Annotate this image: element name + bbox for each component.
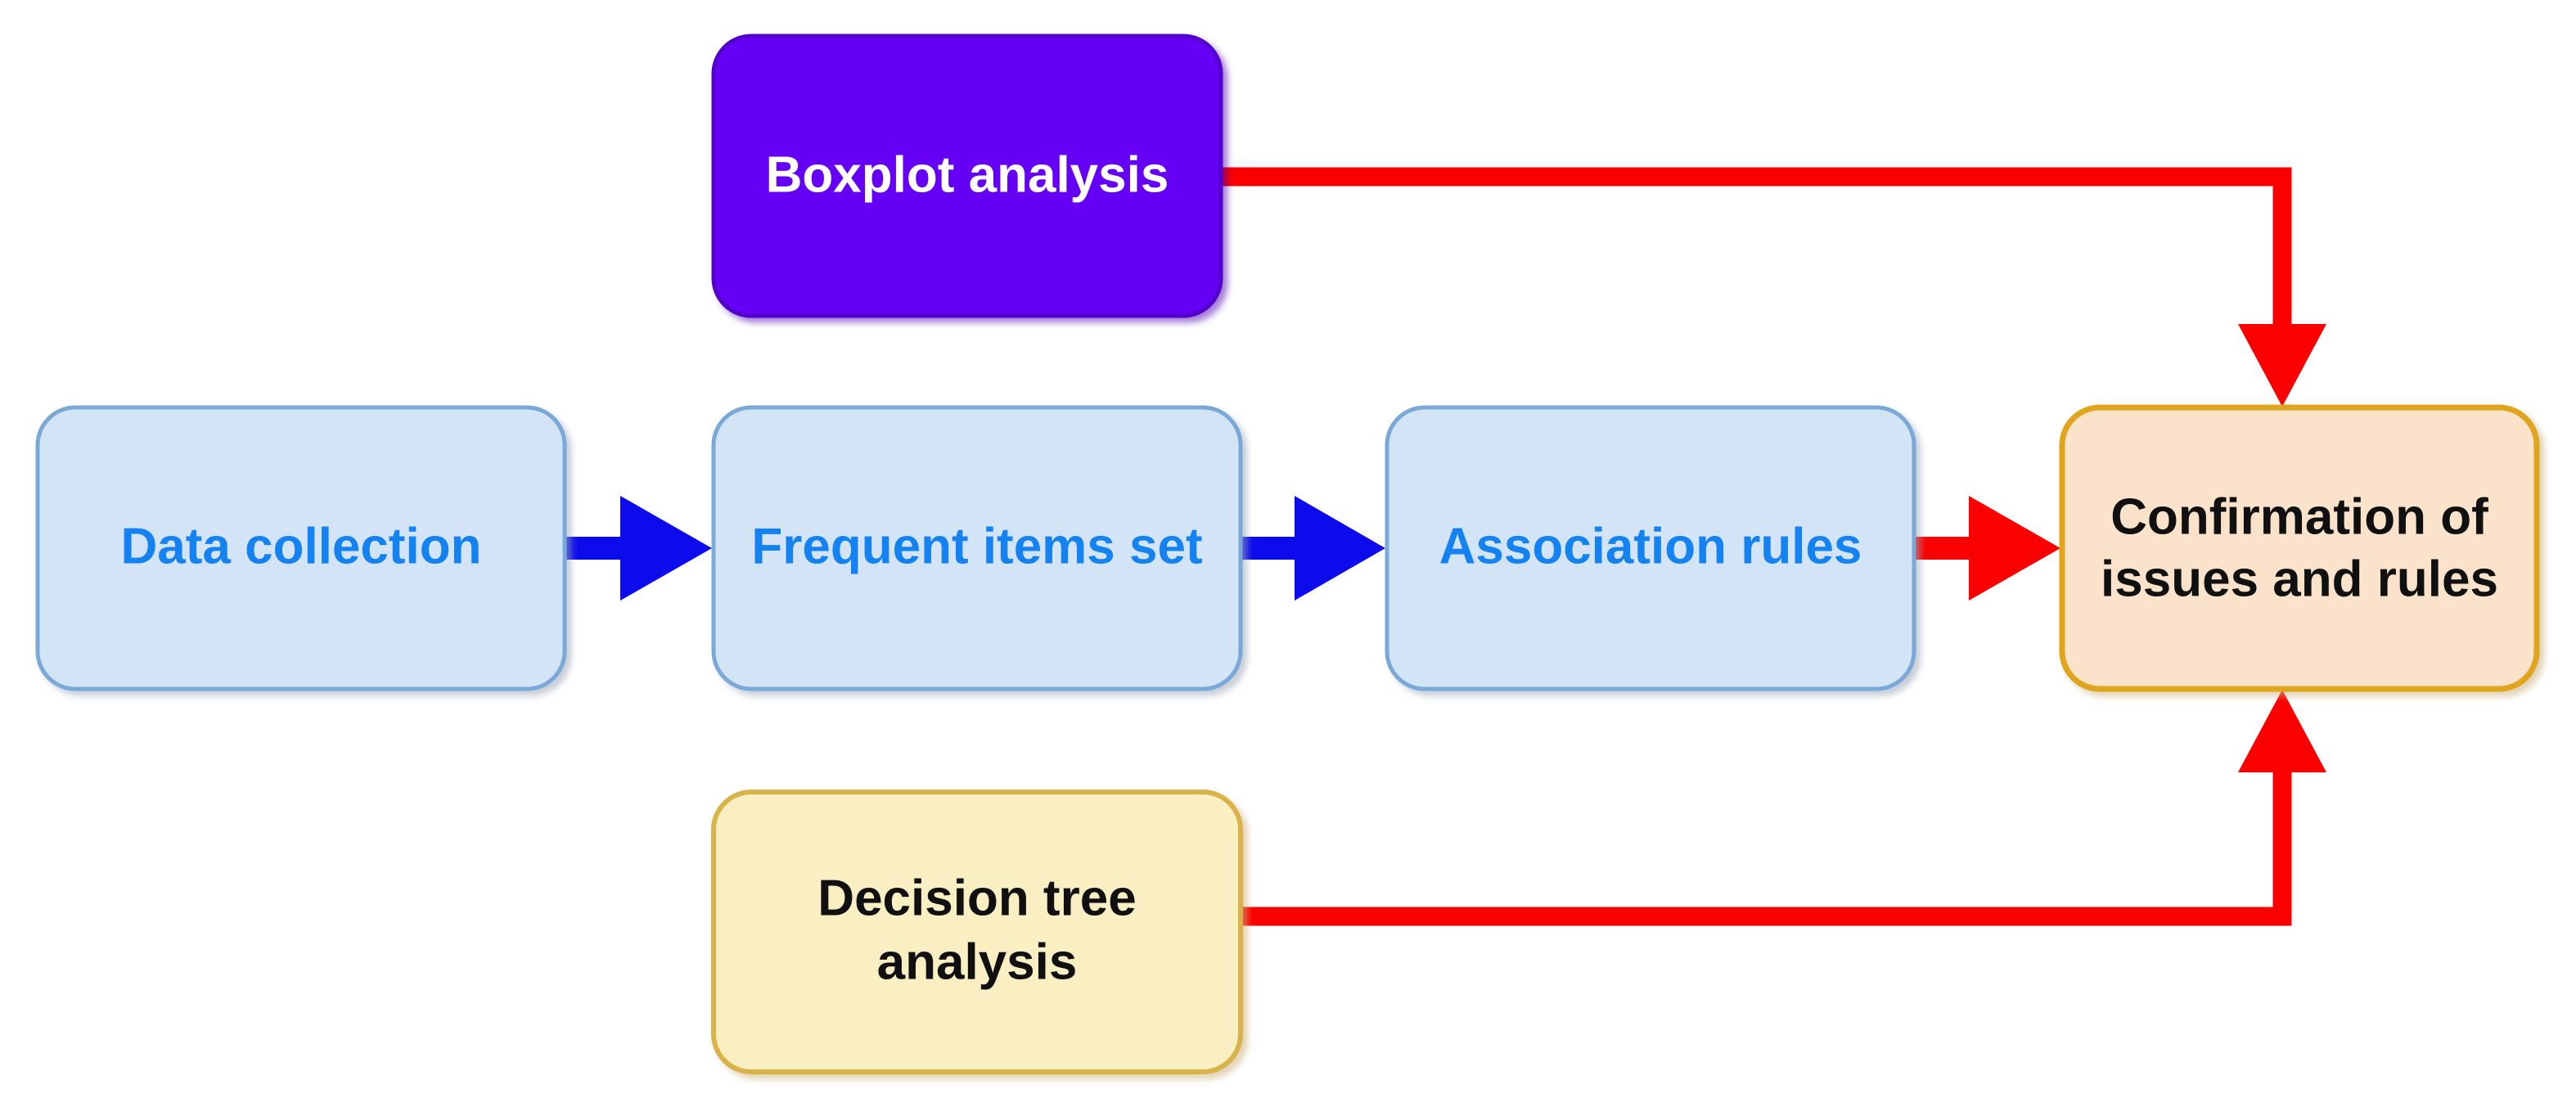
decision-tree-connector-line (1219, 769, 2292, 926)
connector-frequent-items-to-association-rules (1241, 496, 1385, 601)
node-boxplot-analysis-label: Boxplot analysis (766, 146, 1169, 203)
node-decision-tree-shape[interactable] (711, 790, 1243, 1074)
node-association-rules[interactable]: Association rules (1385, 405, 1916, 691)
node-confirmation-label-line1: Confirmation of (2110, 488, 2488, 545)
blue-arrow-head-1-icon (620, 496, 712, 601)
connector-association-rules-to-confirmation (1914, 496, 2060, 601)
node-frequent-items-set[interactable]: Frequent items set (711, 405, 1243, 691)
node-association-rules-label: Association rules (1439, 518, 1862, 574)
node-boxplot-analysis[interactable]: Boxplot analysis (711, 34, 1223, 318)
node-data-collection[interactable]: Data collection (35, 405, 567, 691)
node-decision-tree-label-line2: analysis (877, 934, 1078, 990)
blue-arrow-head-2-icon (1295, 496, 1385, 601)
node-decision-tree-label-line1: Decision tree (817, 870, 1136, 926)
node-data-collection-shape[interactable] (35, 405, 567, 691)
node-confirmation-of-issues-and-rules[interactable]: Confirmation of issues and rules (2059, 404, 2540, 692)
connector-decision-tree-to-confirmation (1219, 690, 2326, 926)
connector-data-collection-to-frequent-items (565, 496, 712, 601)
red-arrow-head-1-icon (1969, 496, 2060, 601)
node-boxplot-analysis-shape[interactable] (711, 34, 1223, 318)
node-frequent-items-set-label: Frequent items set (751, 518, 1202, 574)
node-confirmation-label-line2: issues and rules (2101, 551, 2498, 607)
node-association-rules-shape[interactable] (1385, 405, 1916, 691)
connector-boxplot-to-confirmation (1219, 167, 2326, 407)
node-decision-tree-analysis[interactable]: Decision tree analysis (711, 790, 1243, 1074)
boxplot-connector-arrowhead-down-icon (2238, 324, 2326, 407)
node-confirmation-shape[interactable] (2059, 404, 2540, 692)
boxplot-connector-line (1219, 167, 2292, 344)
decision-tree-connector-arrowhead-up-icon (2238, 690, 2326, 772)
node-data-collection-label: Data collection (121, 518, 482, 574)
node-frequent-items-set-shape[interactable] (711, 405, 1243, 691)
